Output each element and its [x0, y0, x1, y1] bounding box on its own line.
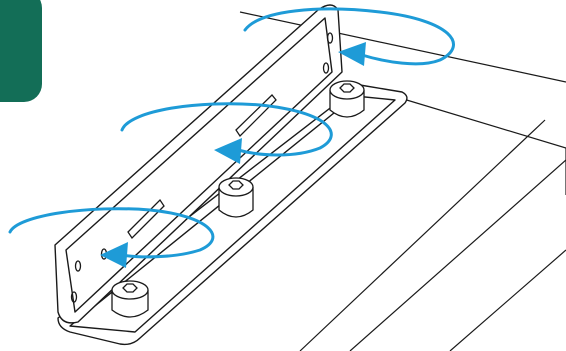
- arrow-head-middle: [214, 138, 242, 164]
- rotation-arrows: [8, 7, 455, 259]
- flange-hole: [322, 62, 330, 74]
- rotation-arrow-rear: [243, 7, 455, 66]
- middle-screw: [218, 177, 254, 218]
- side-tab: [0, 0, 42, 102]
- slot-holes: [70, 32, 334, 303]
- chassis: [239, 11, 566, 351]
- flange-hole: [326, 32, 334, 44]
- rotation-arrow-middle: [120, 102, 333, 157]
- rotation-arrow-front: [8, 207, 215, 259]
- front-screw: [111, 280, 149, 318]
- arrow-heads: [100, 42, 366, 268]
- flange-hole: [70, 291, 78, 303]
- rear-screw: [329, 80, 365, 118]
- arrow-head-front: [100, 242, 128, 268]
- flange-hole: [74, 260, 82, 272]
- arrow-head-rear: [338, 42, 366, 66]
